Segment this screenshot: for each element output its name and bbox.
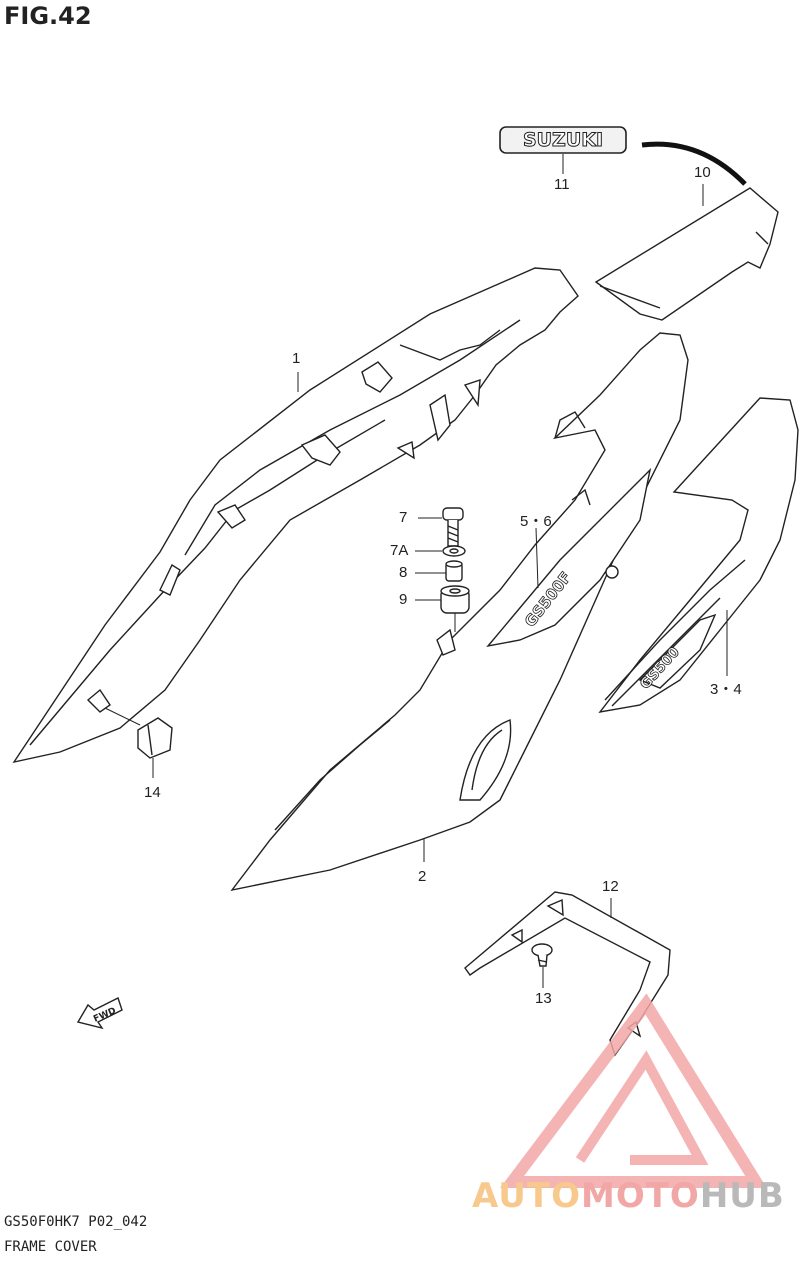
- callout-5-6: 5・6: [520, 513, 552, 530]
- callout-14: 14: [144, 784, 161, 801]
- part-3-4-side-cover: GS500: [598, 397, 799, 713]
- watermark-part-1: AUTO: [472, 1176, 581, 1216]
- part-9-grommet: [440, 585, 470, 614]
- callout-7: 7: [399, 509, 408, 526]
- part-14-cushion: [104, 707, 173, 759]
- callout-11: 11: [554, 176, 570, 193]
- hardware-stack: [440, 507, 470, 632]
- part-2-frame-cover-right: GS500F: [230, 332, 689, 892]
- fwd-arrow-icon: FWD: [76, 997, 123, 1030]
- callout-13: 13: [535, 990, 552, 1007]
- figure-code: GS50F0HK7 P02_042: [4, 1214, 148, 1230]
- part-7a-washer: [442, 545, 466, 557]
- callout-8: 8: [399, 564, 408, 581]
- watermark-text: AUTOMOTOHUB: [472, 1176, 785, 1216]
- leader-lines: [152, 154, 728, 988]
- callout-3-4: 3・4: [710, 681, 742, 698]
- callout-10: 10: [694, 164, 711, 181]
- callout-12: 12: [602, 878, 619, 895]
- callout-2: 2: [418, 868, 427, 885]
- part-7-bolt: [442, 507, 464, 547]
- callout-1: 1: [292, 350, 301, 367]
- part-11-suzuki-emblem: SUZUKI: [499, 126, 627, 154]
- part-10-tail-cover: [594, 141, 779, 321]
- part-1-frame-cover-left: [12, 267, 579, 764]
- figure-caption: FRAME COVER: [4, 1239, 97, 1255]
- watermark-part-3: HUB: [699, 1176, 785, 1216]
- part-12-bracket: [464, 891, 671, 1057]
- callout-7a: 7A: [390, 542, 409, 559]
- watermark-logo-icon: [499, 993, 767, 1188]
- part-8-collar: [445, 560, 463, 582]
- watermark-part-2: MOTO: [580, 1176, 700, 1216]
- callout-9: 9: [399, 591, 408, 608]
- emblem-text: SUZUKI: [523, 129, 603, 151]
- figure-title: FIG.42: [4, 2, 92, 30]
- part-13-clip: [531, 943, 553, 967]
